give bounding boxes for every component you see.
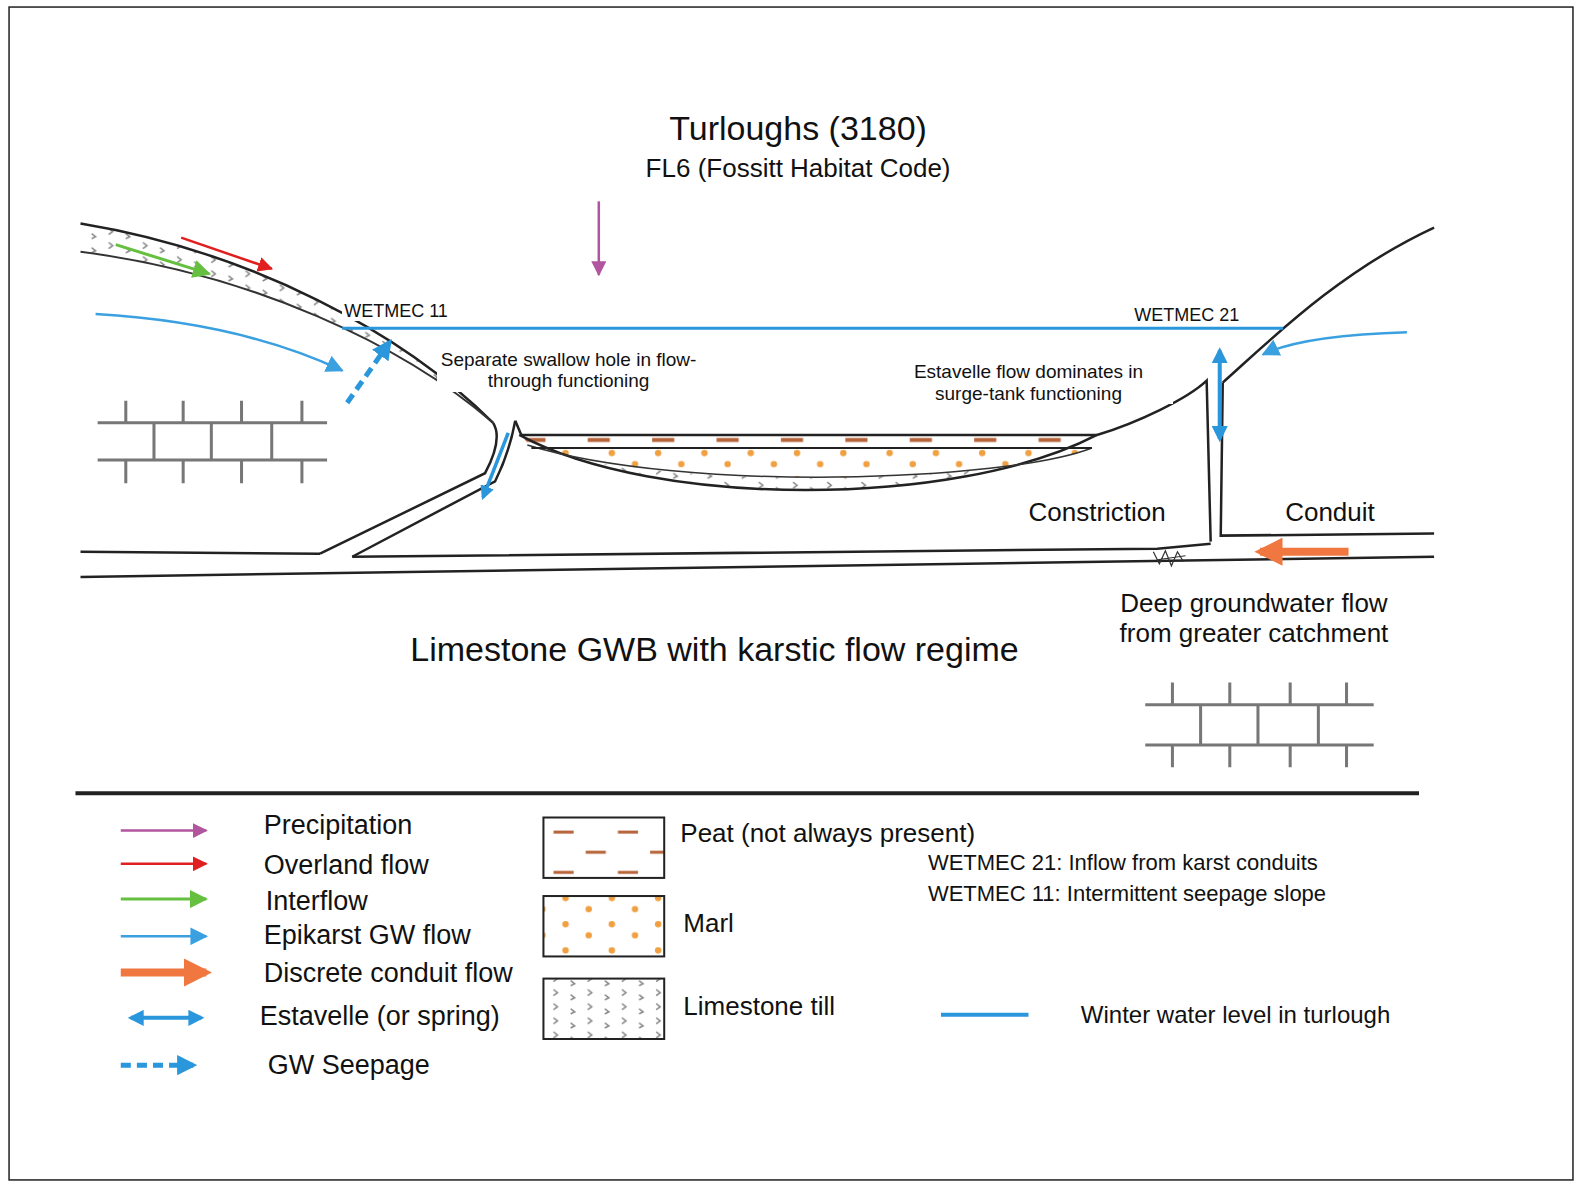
legend-text: Winter water level in turlough (1079, 1001, 1392, 1029)
legend-sample (121, 830, 207, 831)
legend-text: Interflow (264, 886, 370, 917)
aquifer-label: Limestone GWB with karstic flow regime (408, 630, 1020, 669)
legend-text: Limestone till (681, 992, 837, 1022)
deep-flow-note: Deep groundwater flow from greater catch… (1097, 589, 1411, 649)
legend-pattern-box (543, 896, 664, 956)
legend-text: Precipitation (262, 810, 415, 841)
diagram-title: Turloughs (3180) (667, 109, 929, 148)
wetmec-label: WETMEC 11 (342, 301, 450, 322)
swallow-hole-note: Separate swallow hole in flow-through fu… (437, 349, 701, 393)
legend-text: Marl (681, 909, 736, 939)
wetmec-label: WETMEC 21 (1132, 305, 1241, 326)
legend-sample (121, 936, 207, 937)
legend-text: GW Seepage (266, 1050, 432, 1081)
legend-arrow (121, 898, 207, 901)
habitat-code: FL6 (Fossitt Habitat Code) (644, 154, 953, 184)
legend-sample (543, 818, 664, 878)
legend-sample (131, 1017, 201, 1018)
legend-sample (121, 1065, 193, 1066)
legend-text: Epikarst GW flow (262, 920, 473, 951)
legend-sample (543, 979, 664, 1039)
legend-arrow (121, 969, 207, 977)
estavelle-note: Estavelle flow dominates in surge-tank f… (884, 361, 1174, 405)
legend-sample (121, 899, 207, 900)
legend-sample (941, 1014, 1029, 1015)
constriction-label: Constriction (1027, 498, 1168, 528)
conduit-label: Conduit (1283, 498, 1377, 528)
legend-arrow (131, 1016, 201, 1020)
wetmec-key: WETMEC 21: Inflow from karst conduits (926, 850, 1320, 875)
legend-arrow (121, 863, 207, 866)
legend-sample (121, 863, 207, 864)
wetmec-key: WETMEC 11: Intermittent seepage slope (926, 881, 1328, 906)
legend-text: Peat (not always present) (678, 819, 977, 849)
legend-arrow (121, 1063, 193, 1068)
legend-sample (121, 972, 207, 973)
legend-text: Estavelle (or spring) (258, 1001, 502, 1032)
legend-line (941, 1013, 1029, 1017)
legend-sample (543, 896, 664, 956)
legend-arrow (121, 829, 207, 832)
legend-text: Discrete conduit flow (262, 958, 515, 989)
legend-text: Overland flow (262, 850, 431, 881)
legend-pattern-box (543, 818, 664, 878)
legend-pattern-box (543, 979, 664, 1039)
legend-arrow (121, 935, 207, 938)
